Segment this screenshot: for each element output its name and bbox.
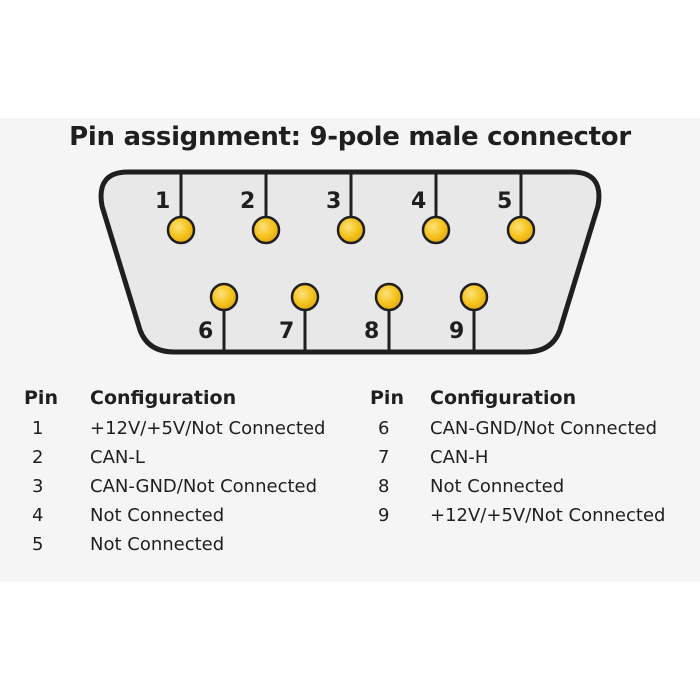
pin-number: 7: [378, 447, 390, 468]
pin-6-contact: [209, 282, 239, 312]
pin-number: 5: [32, 534, 44, 555]
pin-number: 9: [378, 505, 390, 526]
pin-2-contact: [251, 215, 281, 245]
pin-5-contact: [506, 215, 536, 245]
pin-number: 2: [32, 447, 44, 468]
pin-number: 3: [32, 476, 44, 497]
pin-configuration: Not Connected: [90, 534, 225, 555]
pin-configuration: CAN-GND/Not Connected: [90, 476, 318, 497]
pin-4-label: 4: [411, 189, 426, 214]
pin-7-contact: [290, 282, 320, 312]
configuration-column-header: Configuration: [430, 387, 577, 409]
configuration-column-header: Configuration: [90, 387, 237, 409]
pin-configuration: Not Connected: [90, 505, 225, 526]
pin-8-label: 8: [364, 319, 379, 344]
pin-configuration: +12V/+5V/Not Connected: [90, 418, 326, 439]
pin-9-label: 9: [449, 319, 464, 344]
pin-3-label: 3: [326, 189, 341, 214]
pin-number: 6: [378, 418, 390, 439]
pin-configuration: +12V/+5V/Not Connected: [430, 505, 666, 526]
pin-9-contact: [459, 282, 489, 312]
pin-7-label: 7: [279, 319, 294, 344]
pin-4-contact: [421, 215, 451, 245]
diagram-title: Pin assignment: 9-pole male connector: [69, 122, 631, 152]
pin-number: 4: [32, 505, 44, 526]
pin-column-header: Pin: [24, 387, 58, 409]
pin-configuration: CAN-GND/Not Connected: [430, 418, 658, 439]
pin-6-label: 6: [198, 319, 213, 344]
pin-3-contact: [336, 215, 366, 245]
pin-1-label: 1: [155, 189, 170, 214]
pin-number: 8: [378, 476, 390, 497]
pin-configuration: CAN-H: [430, 447, 489, 468]
pin-number: 1: [32, 418, 44, 439]
pin-1-contact: [166, 215, 196, 245]
pin-configuration: CAN-L: [90, 447, 145, 468]
pin-8-contact: [374, 282, 404, 312]
pin-2-label: 2: [240, 189, 255, 214]
pin-5-label: 5: [497, 189, 512, 214]
pin-configuration: Not Connected: [430, 476, 565, 497]
pin-column-header: Pin: [370, 387, 404, 409]
